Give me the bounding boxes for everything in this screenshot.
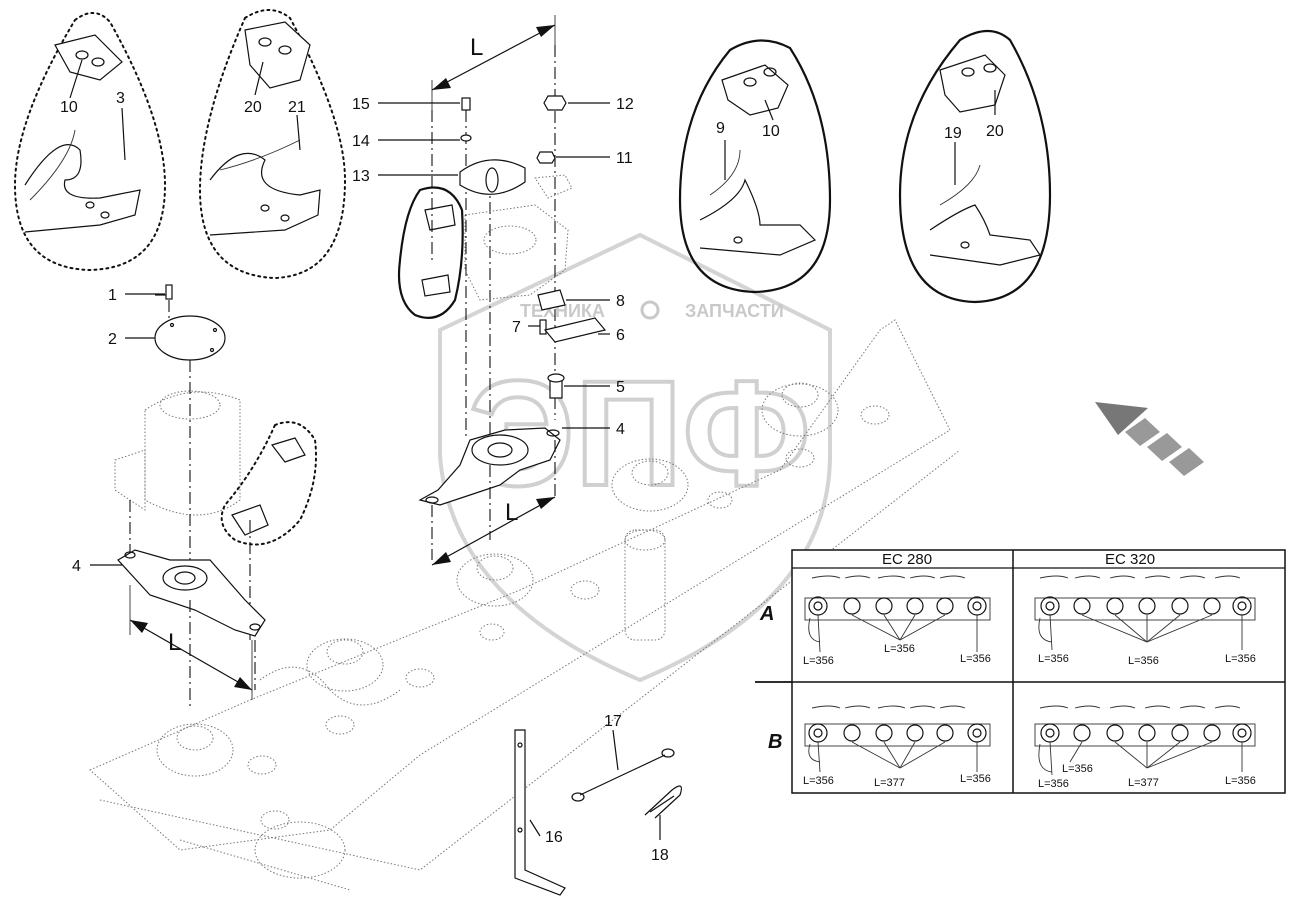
callout-21: 21 [288,99,306,116]
gear-icon [640,300,660,320]
callout-15: 15 [352,96,370,113]
callout-20-b: 20 [986,123,1004,140]
dimension-label-lower: L [505,499,518,526]
spacing-b-ec320-left: L=356 [1038,778,1069,790]
callout-11: 11 [616,150,633,167]
callout-13: 13 [352,168,370,185]
direction-arrow [1095,402,1204,476]
row-label-a: A [759,603,774,625]
spacing-b-ec320-right: L=356 [1225,775,1256,787]
callout-3: 3 [116,90,125,107]
spacing-a-ec320-left: L=356 [1038,653,1069,665]
callout-19: 19 [944,125,962,142]
callout-7: 7 [512,319,521,336]
cutterbar-sketch-a-ec280 [804,575,991,653]
callout-1: 1 [108,287,117,304]
watermark: ЭПФ ТЕХНИКА ЗАПЧАСТИ [438,232,832,683]
callout-20-a: 20 [244,99,262,116]
detail-view-3 [13,12,167,272]
detail-view-insert-left [220,421,317,546]
spacing-b-ec320-middle: L=377 [1128,777,1159,789]
cutterbar-sketch-a-ec320 [1034,575,1256,651]
spacing-b-ec280-left: L=356 [803,775,834,787]
center-hub-assembly: L [397,15,607,566]
column-header-ec280: EC 280 [882,551,932,568]
detail-view-19 [898,29,1052,304]
callout-17: 17 [604,713,622,730]
callout-14: 14 [352,133,370,150]
spacing-a-ec280-middle: L=356 [884,643,915,655]
spacing-a-ec320-right: L=356 [1225,653,1256,665]
cutterbar-sketch-b-ec280 [804,705,991,773]
spacing-b-ec280-right: L=356 [960,773,991,785]
callout-18: 18 [651,847,669,864]
callout-16: 16 [545,829,563,846]
row-label-b: B [768,731,782,753]
callout-6: 6 [616,327,625,344]
column-header-ec320: EC 320 [1105,551,1155,568]
cutter-bar [89,319,961,891]
spacing-table: EC 280 EC 320 A B L=356 L=356 L=356 [755,549,1286,794]
loose-parts [514,729,682,896]
callout-4-a: 4 [72,558,81,575]
left-hub-assembly [114,284,266,710]
callout-9: 9 [716,120,725,137]
detail-view-21 [198,9,347,280]
spacing-a-ec320-middle: L=356 [1128,655,1159,667]
spacing-b-ec280-middle: L=377 [874,777,905,789]
cutterbar-sketch-b-ec320 [1034,705,1256,776]
callout-10-a: 10 [60,99,78,116]
spacing-b-ec320-inner: L=356 [1062,763,1093,775]
spacing-a-ec280-left: L=356 [803,655,834,667]
detail-view-9 [678,39,832,294]
callout-5: 5 [616,379,625,396]
dimension-label-left: L [168,629,181,656]
watermark-right-text: ЗАПЧАСТИ [685,301,784,321]
spacing-a-ec280-right: L=356 [960,653,991,665]
dimension-left: L [129,585,253,700]
callout-8: 8 [616,293,625,310]
callout-10-b: 10 [762,123,780,140]
callout-4-b: 4 [616,421,625,438]
dimension-label-top: L [470,34,483,61]
callout-2: 2 [108,331,117,348]
callout-12: 12 [616,96,634,113]
